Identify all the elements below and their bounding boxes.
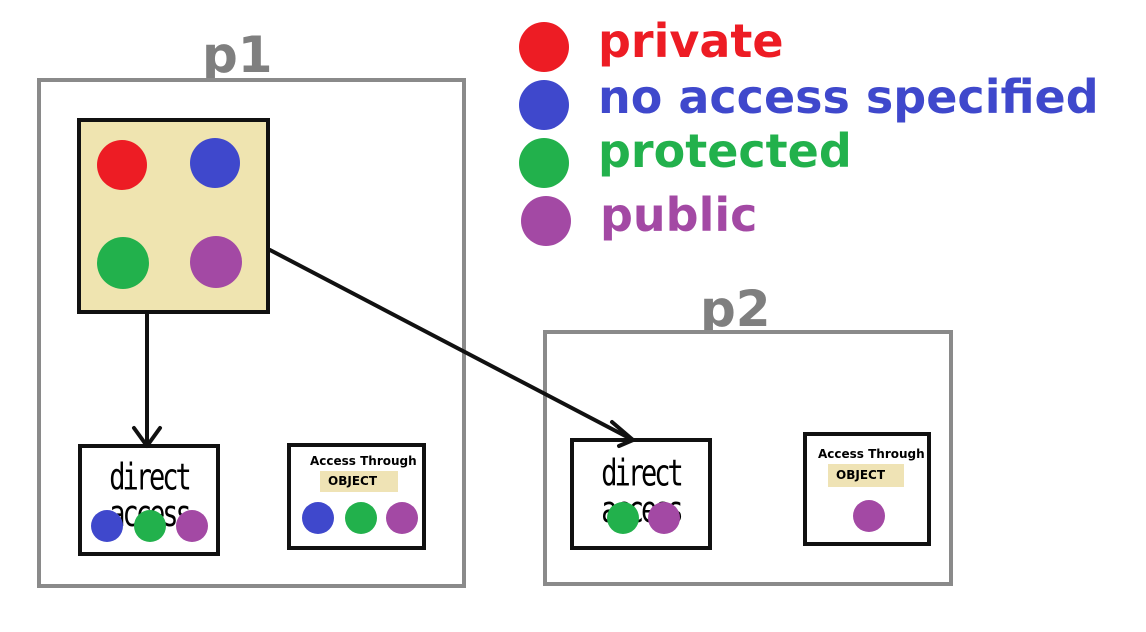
class-members-box bbox=[77, 118, 270, 314]
package-p1-title: p1 bbox=[202, 26, 273, 84]
p1-object-tag: OBJECT bbox=[320, 471, 398, 492]
private-dot-icon bbox=[519, 22, 569, 72]
protected-dot-icon bbox=[345, 502, 377, 534]
p2-access-through-label: Access Through bbox=[818, 447, 925, 461]
public-dot-icon bbox=[521, 196, 571, 246]
legend-private-label: private bbox=[598, 14, 784, 68]
p2-direct-access-box: direct access bbox=[570, 438, 712, 550]
p1-direct-access-box: direct access bbox=[78, 444, 220, 556]
p2-object-tag: OBJECT bbox=[828, 464, 904, 487]
no-access-dot-icon bbox=[302, 502, 334, 534]
no-access-member-dot-icon bbox=[190, 138, 240, 188]
protected-dot-icon bbox=[519, 138, 569, 188]
protected-dot-icon bbox=[607, 502, 639, 534]
public-dot-icon bbox=[853, 500, 885, 532]
p1-object-access-box: Access Through OBJECT bbox=[287, 443, 426, 550]
public-dot-icon bbox=[648, 502, 680, 534]
protected-member-dot-icon bbox=[97, 237, 149, 289]
p1-access-through-label: Access Through bbox=[310, 454, 417, 468]
p2-direct-access-label: direct access bbox=[601, 453, 684, 532]
public-dot-icon bbox=[386, 502, 418, 534]
private-member-dot-icon bbox=[97, 140, 147, 190]
legend-protected-label: protected bbox=[598, 124, 852, 178]
package-p2-title: p2 bbox=[700, 280, 771, 338]
legend-no-access-label: no access specified bbox=[598, 70, 1099, 124]
legend-public-label: public bbox=[600, 188, 758, 242]
protected-dot-icon bbox=[134, 510, 166, 542]
no-access-dot-icon bbox=[91, 510, 123, 542]
p2-object-access-box: Access Through OBJECT bbox=[803, 432, 931, 546]
no-access-dot-icon bbox=[519, 80, 569, 130]
public-dot-icon bbox=[176, 510, 208, 542]
public-member-dot-icon bbox=[190, 236, 242, 288]
